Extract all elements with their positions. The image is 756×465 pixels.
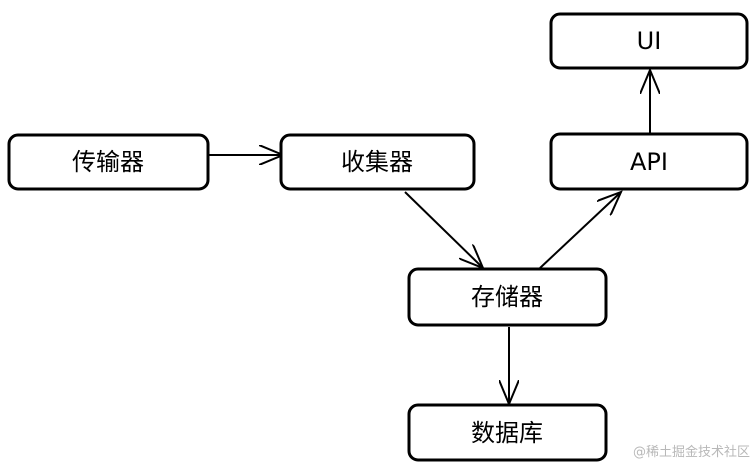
node-box [549,132,749,191]
node-label-ui: UI [637,27,662,55]
node-collector: 收集器 [279,133,476,191]
node-label-transmitter: 传输器 [72,148,144,176]
node-storage: 存储器 [407,267,608,327]
arrow-collector-to-storage [404,191,483,268]
node-box [279,133,476,191]
node-label-api: API [630,148,668,176]
node-database: 数据库 [407,403,608,462]
watermark: @稀土掘金技术社区 [632,445,750,460]
node-box [7,133,210,191]
arrow-storage-to-api [539,192,621,269]
node-label-database: 数据库 [471,419,543,447]
node-ui: UI [549,12,749,70]
connectors [208,70,650,404]
node-label-collector: 收集器 [341,148,413,176]
node-api: API [549,132,749,191]
node-transmitter: 传输器 [7,133,210,191]
node-box [549,12,749,70]
node-box [407,403,608,462]
node-box [407,267,608,327]
node-label-storage: 存储器 [471,283,543,311]
